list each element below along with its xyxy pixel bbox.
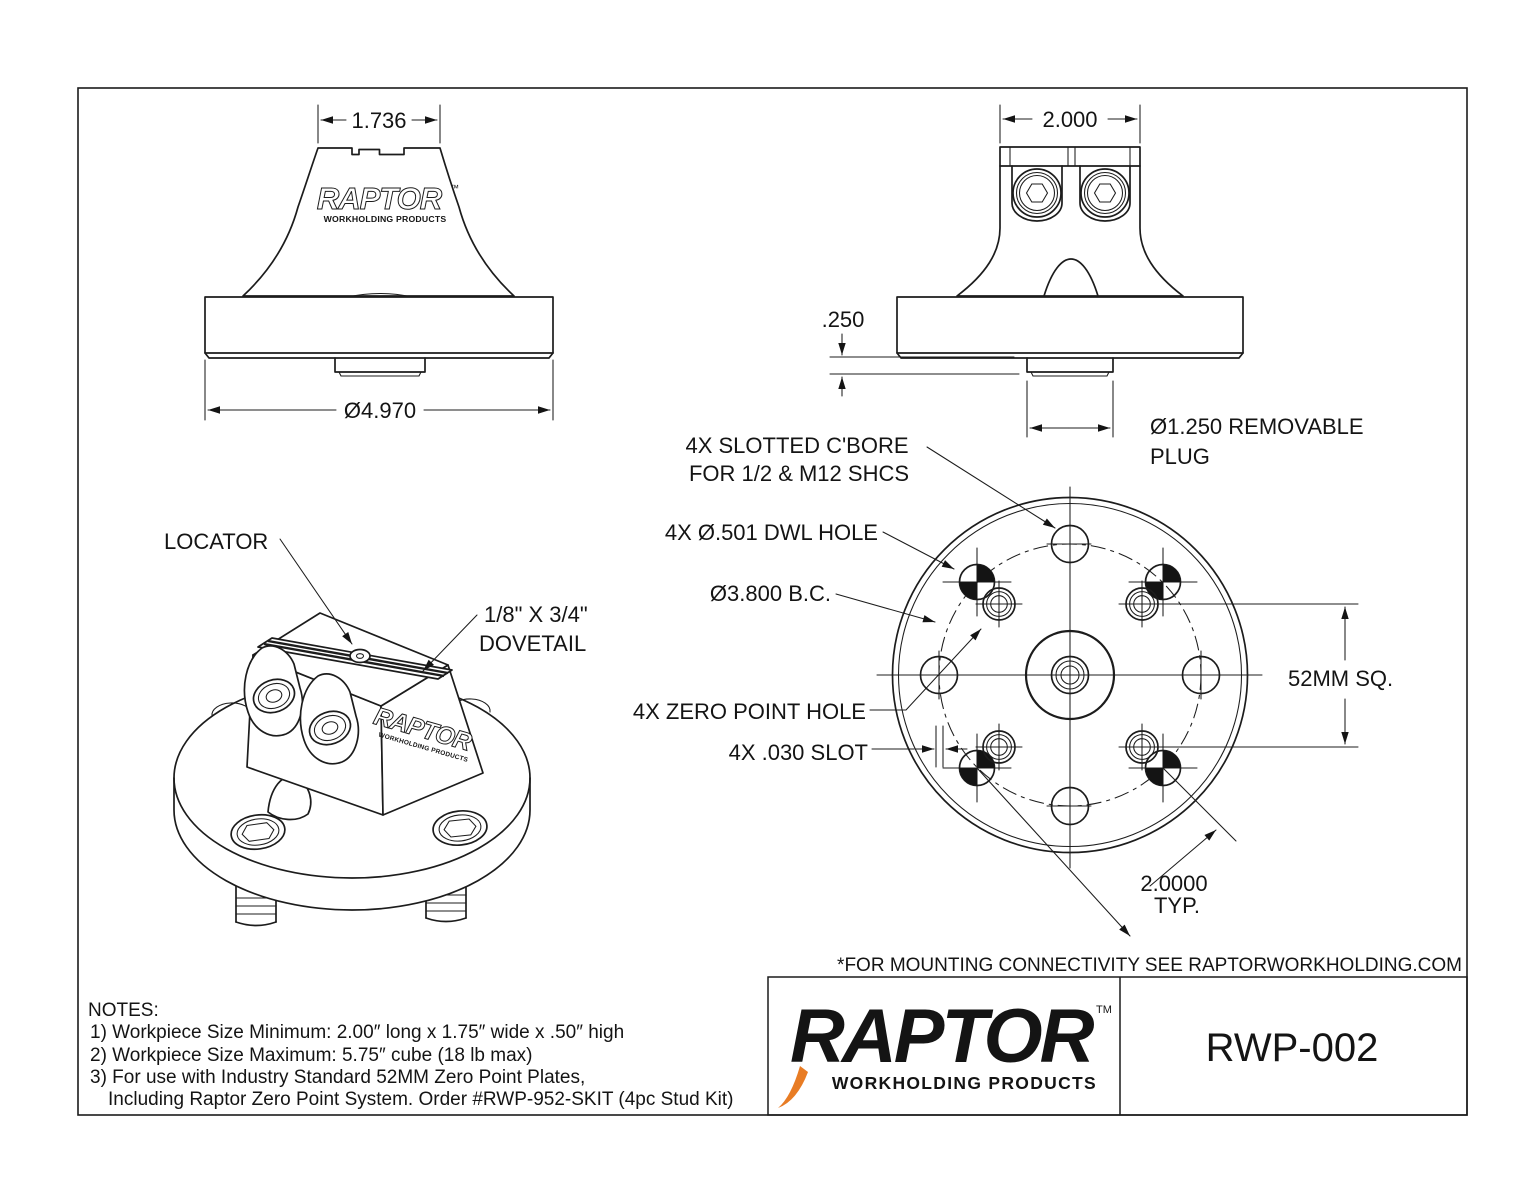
typ-dim-text2: TYP. (1154, 893, 1200, 918)
front-logo-sub: WORKHOLDING PRODUCTS (324, 214, 447, 224)
side-plug-height-dimension: .250 (822, 307, 1020, 397)
dowel-hole (1128, 733, 1237, 842)
callout-cbore-line2: FOR 1/2 & M12 SHCS (689, 461, 909, 486)
callout-slot: 4X .030 SLOT (729, 740, 868, 765)
brand-logo-tail (778, 1066, 808, 1108)
front-diameter-dimension: Ø4.970 (204, 359, 554, 423)
side-plug-height-text: .250 (822, 307, 865, 332)
brand-logo-sub: WORKHOLDING PRODUCTS (832, 1073, 1097, 1093)
zero-point-hole (1118, 723, 1166, 771)
title-block: *FOR MOUNTING CONNECTIVITY SEE RAPTORWOR… (767, 955, 1468, 1116)
callout-dwl-hole: 4X Ø.501 DWL HOLE (665, 520, 878, 545)
dowel-hole (942, 733, 1012, 803)
notes-line-2: 2) Workpiece Size Maximum: 5.75″ cube (1… (90, 1045, 532, 1066)
front-bell-outline (242, 147, 515, 297)
side-plug (1026, 357, 1114, 373)
side-flange (896, 296, 1244, 354)
zero-point-hole (975, 580, 1023, 628)
callout-zero-point: 4X ZERO POINT HOLE (633, 699, 866, 724)
side-plug-label-1: Ø1.250 REMOVABLE (1150, 414, 1364, 439)
top-zero-point-holes (975, 580, 1166, 771)
front-diameter-dim-text: Ø4.970 (344, 398, 416, 423)
top-square-dimension: 52MM SQ. (1162, 603, 1393, 748)
zero-point-hole (975, 723, 1023, 771)
front-logo-text: RAPTOR (317, 181, 443, 216)
brand-logo-tm: TM (1096, 1004, 1112, 1016)
typ-dim-text1: 2.0000 (1140, 871, 1207, 896)
side-shcs-left (1012, 168, 1062, 218)
side-width-dim-text: 2.000 (1042, 107, 1097, 132)
top-callouts: 4X SLOTTED C'BORE FOR 1/2 & M12 SHCS 4X … (633, 433, 1056, 765)
notes-line-3: 3) For use with Industry Standard 52MM Z… (90, 1067, 585, 1088)
front-width-dim-text: 1.736 (351, 108, 406, 133)
dowel-hole (1128, 547, 1198, 617)
side-plug-dia-dimension: Ø1.250 REMOVABLE PLUG (1026, 380, 1364, 469)
top-dowel-holes (942, 547, 1237, 842)
brand-logo-text: RAPTOR (790, 994, 1095, 1079)
callout-dovetail-line2: DOVETAIL (479, 631, 586, 656)
iso-clamp-fingers (243, 645, 360, 765)
notes-block: NOTES: 1) Workpiece Size Minimum: 2.00″ … (88, 1000, 734, 1110)
title-block-border (767, 976, 1468, 1116)
side-shcs-right (1080, 168, 1130, 218)
front-width-dimension: 1.736 (317, 104, 441, 144)
front-flange (204, 296, 554, 354)
callout-dovetail-line1: 1/8" X 3/4" (484, 602, 588, 627)
side-width-dimension: 2.000 (999, 104, 1141, 144)
front-logo-tm: ™ (450, 183, 459, 193)
notes-title: NOTES: (88, 1000, 159, 1021)
top-typ-dimension: 2.0000 TYP. (976, 767, 1217, 937)
side-view: 2.000 .250 Ø1.250 REMOVABLE PLUG (822, 104, 1364, 469)
square-dim-text: 52MM SQ. (1288, 666, 1393, 691)
iso-view: RAPTOR WORKHOLDING PRODUCTS LOCATOR 1/8"… (164, 529, 588, 927)
top-center-plug (1024, 629, 1116, 721)
iso-locator-pin (349, 648, 371, 664)
iso-base-bump (267, 776, 312, 821)
brand-logo: RAPTOR TM WORKHOLDING PRODUCTS (778, 994, 1112, 1108)
iso-callouts: LOCATOR 1/8" X 3/4" DOVETAIL (164, 529, 588, 672)
part-number: RWP-002 (1206, 1026, 1379, 1070)
callout-cbore-line1: 4X SLOTTED C'BORE (685, 433, 908, 458)
zero-point-hole (1118, 580, 1166, 628)
top-view: 4X SLOTTED C'BORE FOR 1/2 & M12 SHCS 4X … (633, 433, 1393, 937)
iso-base-screw-left (230, 813, 286, 851)
front-view: 1.736 Ø4.970 RAPTOR ™ WORKHOLDING PRODUC… (204, 104, 554, 423)
side-plug-label-2: PLUG (1150, 444, 1210, 469)
callout-locator: LOCATOR (164, 529, 268, 554)
iso-base-screw-right (432, 810, 488, 846)
mounting-note: *FOR MOUNTING CONNECTIVITY SEE RAPTORWOR… (837, 955, 1462, 976)
notes-line-4: Including Raptor Zero Point System. Orde… (108, 1089, 734, 1110)
callout-bolt-circle: Ø3.800 B.C. (710, 581, 831, 606)
side-body-outline (956, 146, 1184, 297)
top-outer-circle (891, 496, 1249, 854)
top-slot-indicator (871, 725, 968, 768)
dowel-hole (942, 547, 1012, 617)
front-raptor-logo: RAPTOR ™ WORKHOLDING PRODUCTS (316, 181, 459, 225)
front-plug (334, 357, 426, 373)
notes-line-1: 1) Workpiece Size Minimum: 2.00″ long x … (90, 1022, 624, 1043)
